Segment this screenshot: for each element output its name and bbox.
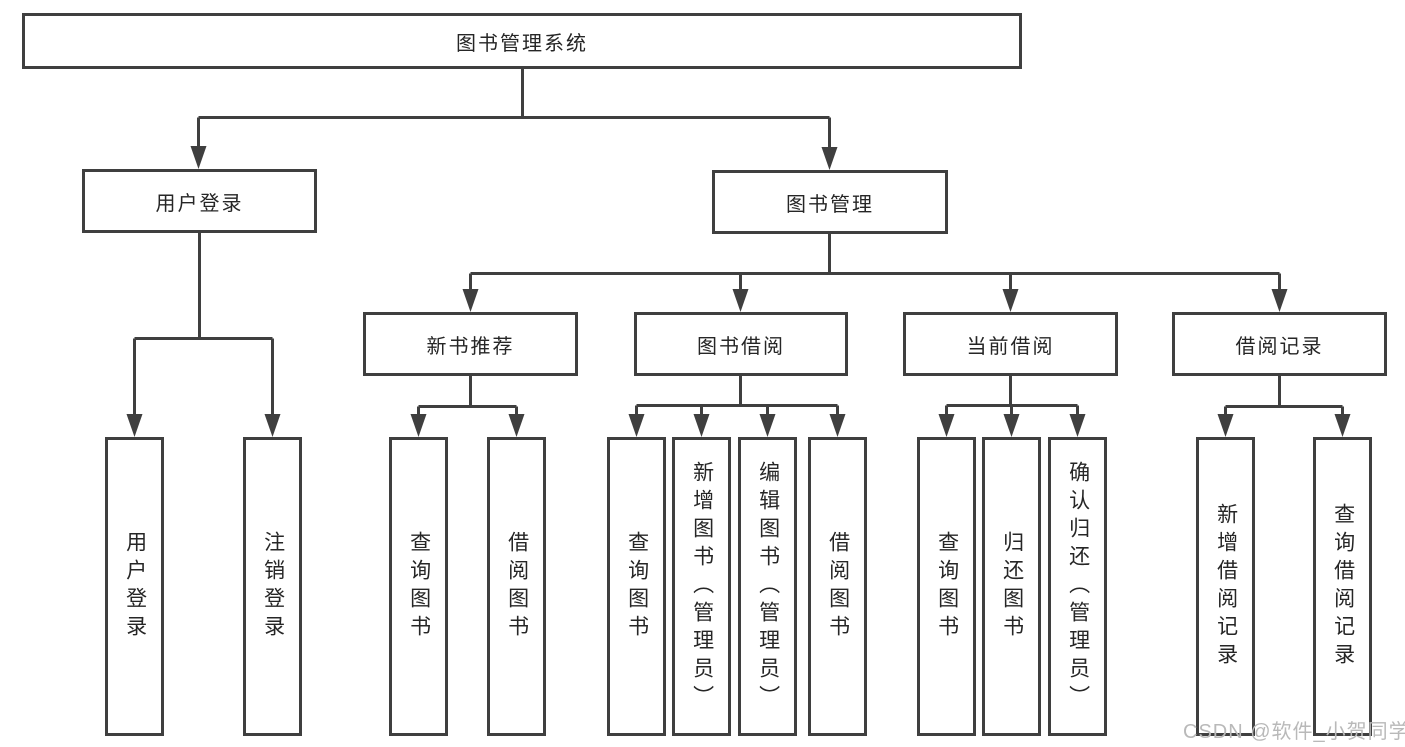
node-user-login-leaf-label: 用户登录 bbox=[123, 530, 147, 643]
node-add-borrow-record-label: 新增借阅记录 bbox=[1214, 502, 1238, 671]
node-user-login-label: 用户登录 bbox=[155, 192, 244, 215]
node-confirm-return-admin-label: 确认归还（管理员） bbox=[1066, 460, 1090, 713]
arrow-down-icon bbox=[410, 414, 427, 437]
node-current-borrow-label: 当前借阅 bbox=[966, 335, 1055, 358]
node-book-management-label: 图书管理 bbox=[786, 193, 874, 216]
node-root: 图书管理系统 bbox=[22, 13, 1022, 69]
node-logout: 注销登录 bbox=[243, 437, 302, 736]
node-query-books-3-label: 查询图书 bbox=[935, 530, 959, 643]
arrow-down-icon bbox=[821, 147, 838, 170]
arrow-down-icon bbox=[1003, 414, 1020, 437]
arrow-down-icon bbox=[693, 414, 710, 437]
node-new-book-recommend-label: 新书推荐 bbox=[426, 335, 515, 358]
node-add-book-admin: 新增图书（管理员） bbox=[672, 437, 731, 736]
node-borrow-books-2: 借阅图书 bbox=[808, 437, 867, 736]
connector-new-book-branch bbox=[417, 376, 518, 416]
connector-book-mgmt-to-level3 bbox=[469, 233, 1281, 291]
node-add-book-admin-label: 新增图书（管理员） bbox=[690, 460, 714, 713]
node-book-borrow: 图书借阅 bbox=[634, 312, 848, 376]
connector-current-borrow-branch bbox=[945, 376, 1079, 416]
arrow-down-icon bbox=[1069, 414, 1086, 437]
node-root-label: 图书管理系统 bbox=[456, 32, 588, 55]
arrow-down-icon bbox=[732, 289, 749, 312]
arrow-down-icon bbox=[126, 414, 143, 437]
arrow-down-icon bbox=[190, 146, 207, 169]
node-new-book-recommend: 新书推荐 bbox=[363, 312, 578, 376]
node-edit-book-admin-label: 编辑图书（管理员） bbox=[756, 460, 780, 713]
node-book-management: 图书管理 bbox=[712, 170, 948, 234]
arrow-down-icon bbox=[1002, 289, 1019, 312]
node-query-borrow-record-label: 查询借阅记录 bbox=[1331, 502, 1355, 671]
arrow-down-icon bbox=[508, 414, 525, 437]
arrow-down-icon bbox=[264, 414, 281, 437]
node-borrow-books-2-label: 借阅图书 bbox=[826, 530, 850, 643]
node-current-borrow: 当前借阅 bbox=[903, 312, 1118, 376]
arrowheads bbox=[126, 146, 1351, 437]
node-add-borrow-record: 新增借阅记录 bbox=[1196, 437, 1255, 736]
node-user-login-leaf: 用户登录 bbox=[105, 437, 164, 736]
arrow-down-icon bbox=[462, 289, 479, 312]
node-query-books-2-label: 查询图书 bbox=[625, 530, 649, 643]
node-query-borrow-record: 查询借阅记录 bbox=[1313, 437, 1372, 736]
arrow-down-icon bbox=[1334, 414, 1351, 437]
node-borrow-records: 借阅记录 bbox=[1172, 312, 1387, 376]
connector-root-to-level2 bbox=[197, 68, 831, 149]
arrow-down-icon bbox=[1217, 414, 1234, 437]
node-logout-label: 注销登录 bbox=[261, 530, 285, 643]
node-confirm-return-admin: 确认归还（管理员） bbox=[1048, 437, 1107, 736]
node-user-login: 用户登录 bbox=[82, 169, 317, 233]
arrow-down-icon bbox=[1271, 289, 1288, 312]
connector-book-borrow-branch bbox=[635, 376, 839, 416]
connector-borrow-records-branch bbox=[1224, 375, 1344, 416]
arrow-down-icon bbox=[759, 414, 776, 437]
node-edit-book-admin: 编辑图书（管理员） bbox=[738, 437, 797, 736]
node-book-borrow-label: 图书借阅 bbox=[697, 335, 785, 358]
connector-user-login-branch bbox=[133, 232, 274, 416]
node-query-books-3: 查询图书 bbox=[917, 437, 976, 736]
node-borrow-records-label: 借阅记录 bbox=[1235, 335, 1324, 358]
arrow-down-icon bbox=[628, 414, 645, 437]
node-query-books-1: 查询图书 bbox=[389, 437, 448, 736]
node-query-books-1-label: 查询图书 bbox=[407, 530, 431, 643]
node-borrow-books-1: 借阅图书 bbox=[487, 437, 546, 736]
node-return-books-label: 归还图书 bbox=[1000, 530, 1024, 643]
node-return-books: 归还图书 bbox=[982, 437, 1041, 736]
node-borrow-books-1-label: 借阅图书 bbox=[505, 530, 529, 643]
arrow-down-icon bbox=[829, 414, 846, 437]
node-query-books-2: 查询图书 bbox=[607, 437, 666, 736]
arrow-down-icon bbox=[938, 414, 955, 437]
csdn-watermark: CSDN @软件_小贺同学 bbox=[1183, 721, 1405, 743]
